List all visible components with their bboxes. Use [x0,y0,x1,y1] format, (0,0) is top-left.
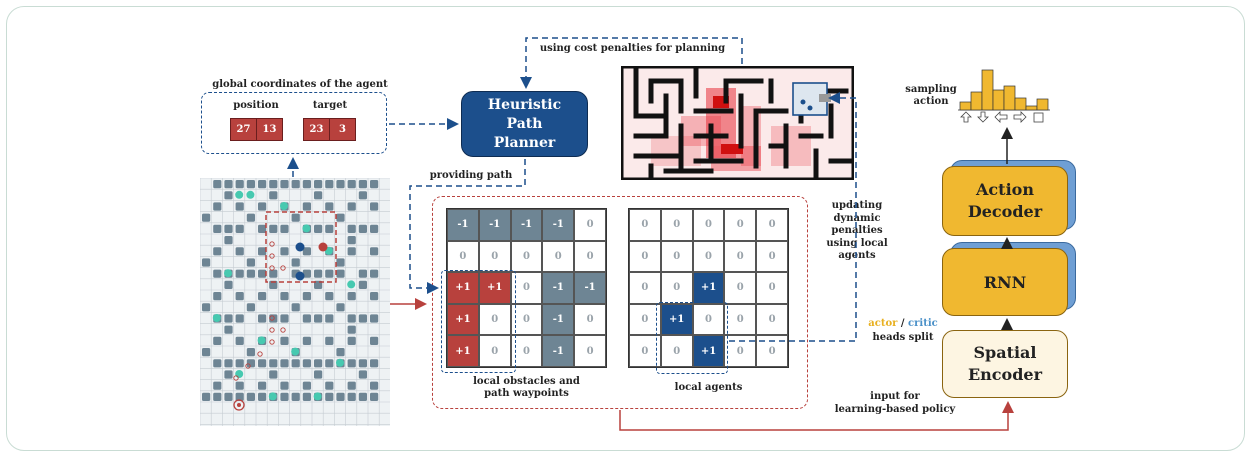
grid-cell: 0 [756,209,788,241]
grid-cell: 0 [629,335,661,367]
local-agents-highlight [656,302,728,374]
grid-cell: 0 [724,272,757,304]
grid-cell: -1 [447,209,479,241]
figure-frame [6,6,1245,451]
maze-cost-map [621,66,854,180]
grid-cell: 0 [660,209,693,241]
grid-cell: -1 [542,335,575,367]
rnn-block: RNN [942,248,1068,316]
action-decoder-block: Action Decoder [942,166,1068,236]
heads-split-label: heads split [872,332,934,343]
grid-cell: 0 [478,335,511,367]
target-y: 3 [329,118,356,141]
grid-cell: 0 [756,240,788,273]
left-arrow-icon [994,111,1008,123]
slash-label: / [897,318,909,329]
grid-cell: -1 [510,209,543,241]
grid-cell: 0 [574,209,606,241]
grid-cell: +1 [447,335,479,367]
grid-cell: 0 [756,303,788,336]
position-x: 27 [230,118,257,141]
grid-cell: -1 [542,272,575,304]
updating-penalties-label: updating dynamic penalties using local a… [826,200,888,261]
grid-cell: +1 [692,272,725,304]
hist-bar [1014,97,1027,111]
grid-cell: 0 [574,303,606,336]
critic-label: critic [908,318,938,329]
target-label: target [312,100,348,111]
heads-split-caption: actor / critic [858,318,948,330]
grid-cell: 0 [510,240,543,273]
waypoints-highlight [441,270,516,373]
global-coords-label: global coordinates of the agent [212,79,388,90]
heuristic-path-planner-block: Heuristic Path Planner [461,91,588,157]
grid-cell: +1 [478,272,511,304]
global-coords-box [201,92,387,154]
local-observation-box [432,196,808,409]
actor-label: actor [868,318,898,329]
grid-cell: 0 [692,209,725,241]
grid-cell: 0 [660,335,693,367]
grid-cell: -1 [542,209,575,241]
cost-penalty-arrow [520,37,743,89]
cost-penalties-label: using cost penalties for planning [539,43,726,54]
position-y: 13 [256,118,283,141]
grid-cell: -1 [542,303,575,336]
hist-bar [1036,98,1049,111]
grid-cell: 0 [542,240,575,273]
providing-path-arrow [409,159,526,294]
grid-cell: +1 [692,335,725,367]
grid-cell: 0 [660,240,693,273]
grid-cell: -1 [478,209,511,241]
grid-cell: 0 [629,272,661,304]
grid-cell: 0 [724,209,757,241]
grid-cell: 0 [692,303,725,336]
grid-cell: 0 [629,209,661,241]
grid-cell: 0 [692,240,725,273]
input-policy-label: input for learning-based policy [834,391,956,415]
grid-cell: 0 [756,272,788,304]
up-arrow-icon [960,111,972,123]
grid-cell: 0 [724,303,757,336]
spatial-encoder-block: Spatial Encoder [942,330,1068,398]
action-histogram [958,69,1050,123]
input-to-encoder-arrow [619,401,1014,431]
sampling-action-label: sampling action [905,84,957,107]
grid-cell: +1 [447,303,479,336]
local-agents-label: local agents [674,382,743,393]
updating-penalties-arrow [729,92,857,342]
grid-cell: 0 [629,303,661,336]
grid-cell: 0 [574,335,606,367]
grid-cell: 0 [447,240,479,273]
grid-cell: 0 [478,240,511,273]
grid-cell: 0 [574,240,606,273]
stay-square-icon [1033,112,1044,123]
grid-cell: +1 [660,303,693,336]
grid-cell: 0 [629,240,661,273]
grid-cell: 0 [724,240,757,273]
position-label: position [233,100,279,111]
local-obstacles-label: local obstacles and path waypoints [473,376,580,399]
global-map [200,178,390,426]
grid-cell: 0 [660,272,693,304]
grid-cell: +1 [447,272,479,304]
grid-cell: 0 [478,303,511,336]
down-arrow-icon [977,111,989,123]
grid-cell: -1 [574,272,606,304]
right-arrow-icon [1013,111,1027,123]
providing-path-label: providing path [429,170,513,181]
